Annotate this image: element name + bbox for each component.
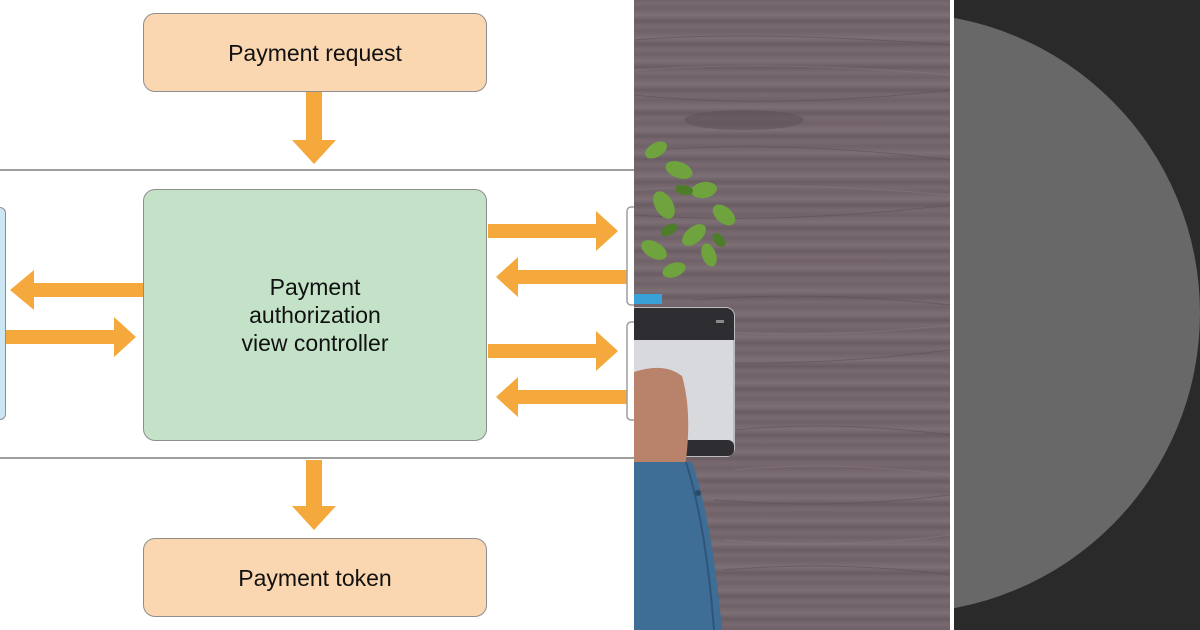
controller-label: Payment authorization view controller	[242, 273, 389, 357]
band-bottom-border	[0, 457, 634, 459]
arrow-controller-to-right-2	[488, 331, 618, 371]
controller-label-line-2: authorization	[249, 302, 381, 328]
right-offscreen-box-2	[626, 321, 634, 421]
decorative-panel	[950, 0, 1200, 630]
wood-knot	[684, 110, 804, 130]
payment-flow-diagram: Payment request Payment authorization vi…	[0, 13, 634, 617]
desk-photo	[634, 0, 950, 630]
grey-circle	[950, 17, 1200, 609]
controller-label-line-1: Payment	[269, 274, 361, 300]
payment-request-box: Payment request	[143, 13, 487, 92]
payment-request-label: Payment request	[228, 39, 402, 66]
decorative-circle-graphic	[950, 0, 1200, 630]
arrow-controller-to-token	[292, 460, 336, 530]
controller-box: Payment authorization view controller	[143, 189, 487, 441]
arrow-left-to-controller	[6, 317, 136, 357]
payment-token-box: Payment token	[143, 538, 487, 617]
blue-marker	[634, 294, 662, 304]
panel-divider	[950, 0, 954, 630]
band-top-border	[0, 169, 634, 171]
hand	[634, 367, 689, 470]
plant-illustration	[641, 141, 736, 278]
arrow-right-to-controller-1	[496, 257, 630, 297]
arrow-controller-to-left	[10, 270, 143, 310]
desk-photo-illustration	[634, 35, 950, 630]
arrow-right-to-controller-2	[496, 377, 630, 417]
controller-label-line-3: view controller	[241, 330, 389, 356]
right-offscreen-box-1	[626, 206, 634, 306]
arrow-request-to-controller	[292, 92, 336, 164]
arrow-controller-to-right-1	[488, 211, 618, 251]
flow-arrows	[6, 92, 634, 530]
shirt-sleeve	[634, 462, 722, 630]
payment-token-label: Payment token	[238, 564, 392, 591]
